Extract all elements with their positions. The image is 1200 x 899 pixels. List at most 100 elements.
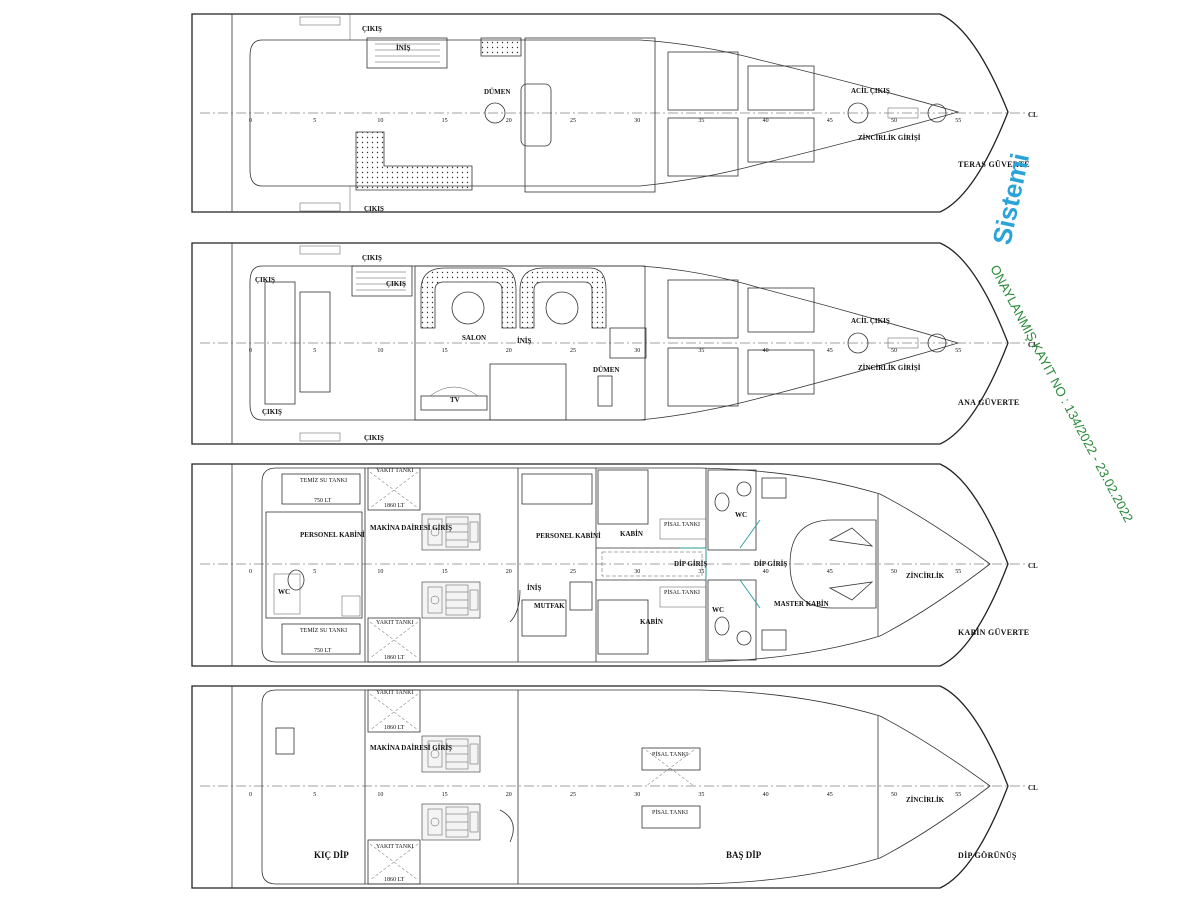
dip-fuel-tank-bottom: YAKIT TANKI [376,844,413,850]
frame-tick-label: 45 [827,348,833,354]
frame-tick-label: 20 [506,569,512,575]
approval-stamp-text: ONAYLANMIŞ KAYIT NO : 134/2022 - 23.02.2… [987,262,1136,524]
teras-deck-title: TERAS GÜVERTE [958,160,1030,169]
kabin-crew-cabin-mid: PERSONEL KABİNİ [536,532,601,540]
approval-stamp: ONAYLANMIŞ KAYIT NO : 134/2022 - 23.02.2… [987,262,1136,524]
kabin-engine-room: MAKİNA DAİRESİ GİRİŞ [370,524,452,532]
frame-tick-label: 45 [827,792,833,798]
teras-helm: DÜMEN [484,88,510,96]
frame-tick-label: 0 [249,348,252,354]
deck-ana: ÇIKIŞ ÇIKIŞ ÇIKIŞ ÇIKIŞ ÇIKIŞ SALON İNİŞ… [191,242,1038,445]
frame-tick-label: 10 [377,792,383,798]
dip-tank-a: PİSAL TANKI [652,751,688,758]
kabin-master-cabin: MASTER KABİN [774,600,829,608]
frame-tick-label: 30 [634,118,640,124]
frame-tick-label: 5 [313,348,316,354]
frame-tick-label: 20 [506,348,512,354]
kabin-water-tank-bottom-capacity: 750 LT [314,648,332,654]
ana-exit-side: ÇIKIŞ [255,276,275,284]
kabin-centerline: CL [1028,562,1038,570]
frame-tick-label: 35 [698,118,704,124]
frame-tick-label: 15 [442,792,448,798]
kabin-fuel-tank-bottom: YAKIT TANKI [376,620,413,626]
ana-deck-title: ANA GÜVERTE [958,398,1019,407]
frame-tick-label: 35 [698,348,704,354]
ana-exit-top: ÇIKIŞ [362,254,382,262]
dip-tank-b: PİSAL TANKI [652,809,688,816]
frame-tick-label: 5 [313,792,316,798]
frame-tick-label: 15 [442,348,448,354]
teras-exit-bottom: ÇIKIŞ [364,205,384,213]
kabin-wc-bottom: WC [712,606,724,614]
frame-tick-label: 40 [763,118,769,124]
kabin-fuel-tank-bottom-capacity: 1860 LT [384,655,405,661]
kabin-wc-aft: WC [278,588,290,596]
ana-salon: SALON [462,334,486,342]
ana-exit-side-bottom: ÇIKIŞ [262,408,282,416]
kabin-fuel-tank-top-capacity: 1860 LT [384,503,405,509]
frame-tick-label: 25 [570,792,576,798]
ana-chain-locker: ZİNCİRLİK GİRİŞİ [858,364,921,372]
teras-stairs-down: İNİŞ [396,44,411,52]
frame-tick-label: 10 [377,348,383,354]
kabin-dip-entry-b: DİP GİRİŞ [754,560,787,568]
frame-tick-label: 25 [570,569,576,575]
kabin-stairs-down: İNİŞ [527,584,542,592]
kabin-cabin-top: KABİN [620,530,643,538]
kabin-dip-entry-a: DİP GİRİŞ [674,560,707,568]
ana-helm: DÜMEN [593,366,619,374]
frame-tick-label: 30 [634,792,640,798]
kabin-water-tank-top: TEMİZ SU TANKI [300,477,347,484]
kabin-cabin-bottom: KABİN [640,618,663,626]
dip-fuel-tank-top: YAKIT TANKI [376,690,413,696]
kabin-small-tank-top: PİSAL TANKI [664,521,700,528]
dip-chain-locker: ZİNCİRLİK [906,796,945,804]
frame-tick-label: 35 [698,569,704,575]
frame-tick-label: 35 [698,792,704,798]
frame-tick-label: 0 [249,569,252,575]
ana-exit-bottom: ÇIKIŞ [364,434,384,442]
teras-chain-locker: ZİNCİRLİK GİRİŞİ [858,134,921,142]
frame-tick-label: 15 [442,569,448,575]
frame-tick-label: 30 [634,348,640,354]
teras-centerline: CL [1028,111,1038,119]
deck-kabin: YAKIT TANKI 1860 LT YAKIT TANKI 1860 LT … [191,463,1038,667]
kabin-galley: MUTFAK [534,602,565,610]
frame-tick-label: 25 [570,118,576,124]
ana-centerline: CL [1028,341,1038,349]
kabin-wc-top: WC [735,511,747,519]
frame-tick-label: 40 [763,569,769,575]
frame-tick-label: 45 [827,118,833,124]
frame-tick-label: 0 [249,118,252,124]
frame-tick-label: 10 [377,118,383,124]
kabin-deck-title: KABİN GÜVERTE [958,627,1029,637]
frame-tick-label: 40 [763,348,769,354]
frame-tick-label: 55 [955,792,961,798]
frame-tick-label: 20 [506,792,512,798]
dip-fuel-tank-top-capacity: 1860 LT [384,725,405,731]
frame-tick-label: 0 [249,792,252,798]
frame-tick-label: 50 [891,569,897,575]
dip-fwd-bottom: BAŞ DİP [726,850,762,860]
frame-tick-label: 40 [763,792,769,798]
frame-tick-label: 20 [506,118,512,124]
dip-deck-title: DİP GÖRÜNÜŞ [958,850,1017,860]
frame-tick-label: 50 [891,348,897,354]
ana-stairs-down: İNİŞ [517,337,532,345]
dip-fuel-tank-bottom-capacity: 1860 LT [384,877,405,883]
kabin-fuel-tank-top: YAKIT TANKI [376,468,413,474]
frame-tick-label: 45 [827,569,833,575]
frame-tick-label: 55 [955,118,961,124]
frame-tick-label: 5 [313,118,316,124]
dip-aft-bottom: KIÇ DİP [314,850,349,860]
kabin-water-tank-bottom: TEMİZ SU TANKI [300,627,347,634]
ana-emergency-exit: ACİL ÇIKIŞ [851,317,890,325]
kabin-chain-locker: ZİNCİRLİK [906,572,945,580]
frame-tick-label: 25 [570,348,576,354]
frame-tick-label: 55 [955,348,961,354]
frame-tick-label: 50 [891,792,897,798]
frame-tick-label: 55 [955,569,961,575]
frame-tick-label: 50 [891,118,897,124]
dip-engine-room: MAKİNA DAİRESİ GİRİŞ [370,744,452,752]
